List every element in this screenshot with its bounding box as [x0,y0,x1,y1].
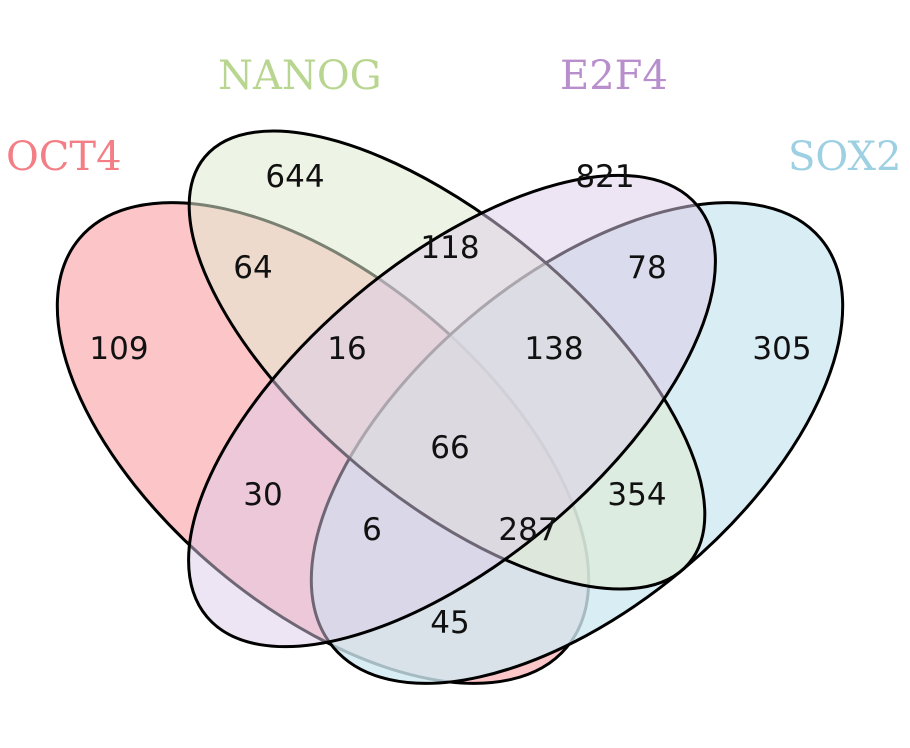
count-oct4-e2f4: 30 [243,477,282,513]
region-counts: 109 644 821 305 64 118 78 16 138 66 30 3… [89,159,811,641]
count-oct4-nanog-sox2: 287 [498,512,557,548]
sox2-label: SOX2 [788,134,901,180]
count-oct4-only: 109 [89,331,148,367]
e2f4-ellipse [187,173,717,649]
oct4-label: OCT4 [6,134,122,180]
count-e2f4-only: 821 [575,159,634,195]
nanog-label: NANOG [218,53,382,99]
count-nanog-e2f4-sox2: 138 [524,331,583,367]
count-nanog-sox2: 354 [607,477,666,513]
e2f4-label: E2F4 [560,53,668,99]
count-nanog-e2f4: 118 [420,230,479,266]
count-nanog-only: 644 [265,159,324,195]
count-oct4-nanog: 64 [233,250,272,286]
count-oct4-sox2: 45 [430,605,469,641]
count-oct4-e2f4-sox2: 6 [362,512,382,548]
count-all-four: 66 [430,430,469,466]
count-oct4-nanog-e2f4: 16 [327,331,366,367]
count-e2f4-sox2: 78 [627,250,666,286]
set-shapes [55,129,845,685]
count-sox2-only: 305 [752,331,811,367]
set-labels: OCT4 NANOG E2F4 SOX2 [6,53,901,180]
